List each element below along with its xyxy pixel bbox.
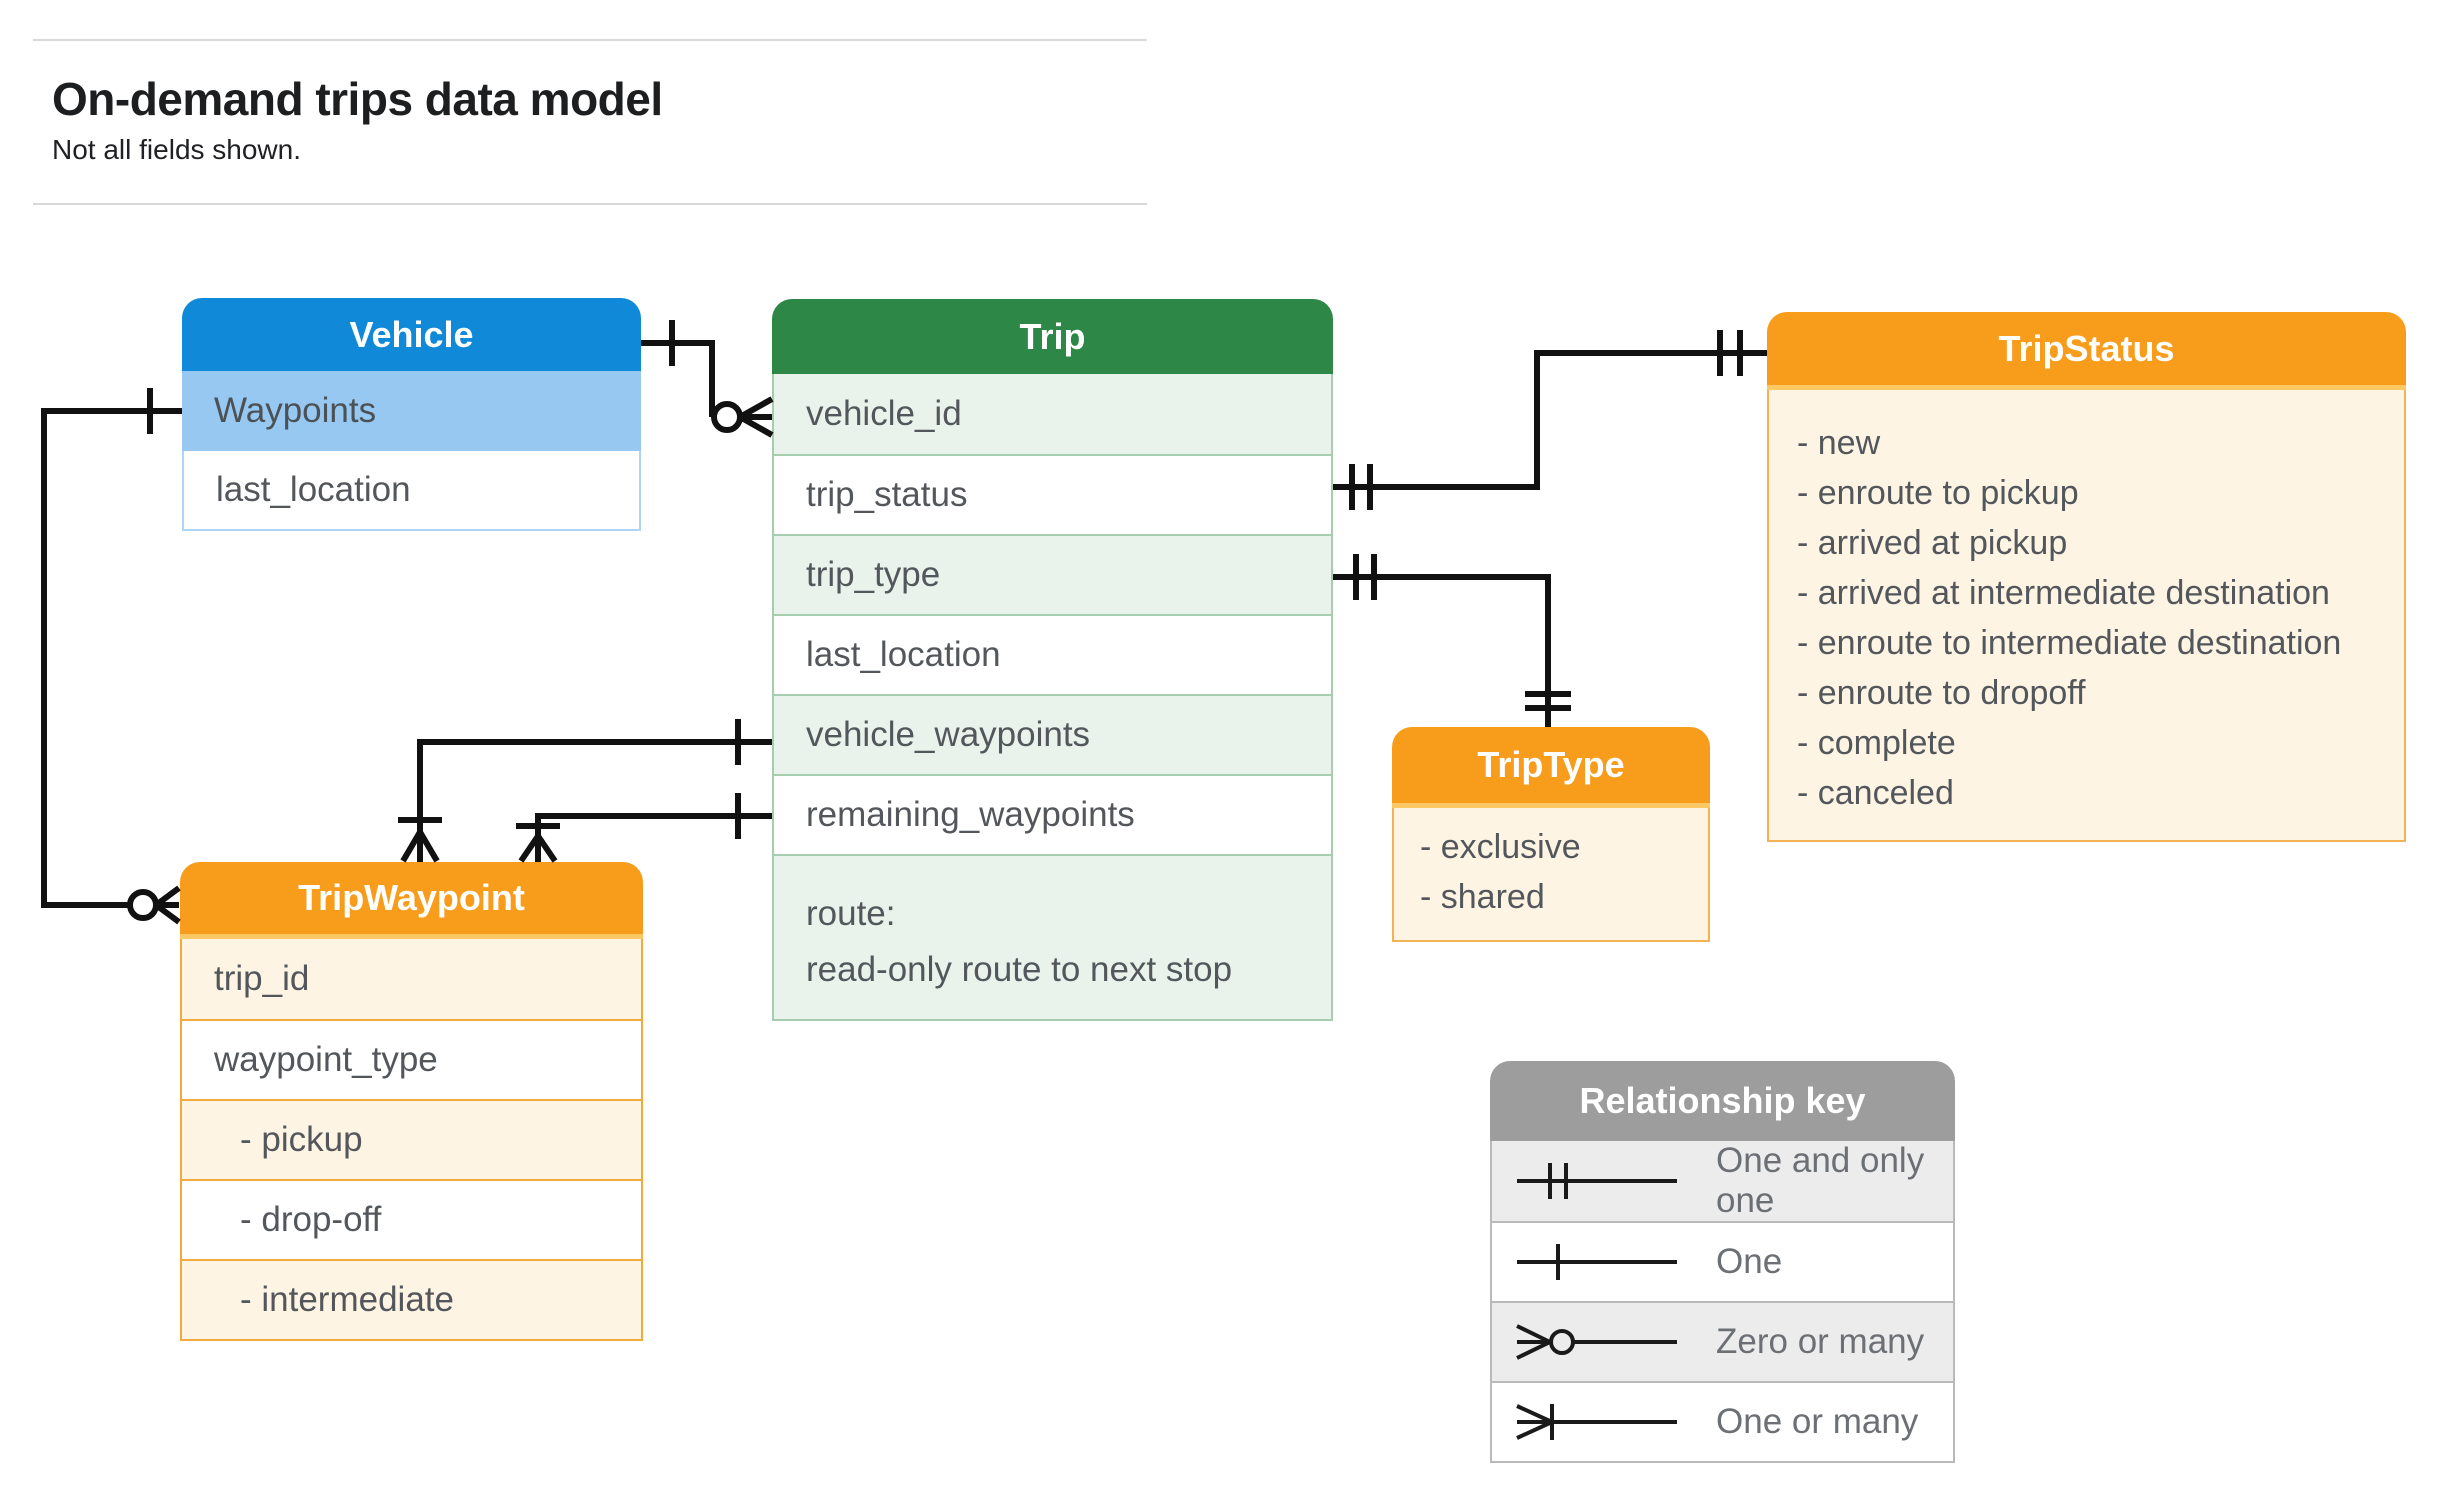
table-row: trip_status [774,454,1331,534]
connector-vehicle-to-trip [641,320,774,438]
one-and-only-one-tick-icon [1353,554,1377,600]
enum-value: - arrived at pickup [1797,524,2068,562]
enum-value: - complete [1797,724,1956,762]
table-row: Waypoints [182,371,641,451]
legend-row: One and only one [1492,1141,1953,1221]
relationship-key: Relationship key One and only one One Ze… [1490,1061,1955,1463]
trip-entity-rows: vehicle_id trip_status trip_type last_lo… [772,374,1333,1021]
table-row: last_location [774,614,1331,694]
crow-foot-icon [154,885,181,925]
legend-label: One and only one [1716,1141,1925,1220]
crow-foot-icon [738,396,774,438]
trip-type-entity-header: TripType [1392,727,1710,808]
title-divider [33,203,1147,205]
table-row: vehicle_waypoints [774,694,1331,774]
table-row: vehicle_id [774,374,1331,454]
trip-type-entity: TripType - exclusive - shared [1392,727,1710,942]
one-and-only-one-icon [1517,1163,1677,1199]
enum-row: - drop-off [182,1179,641,1259]
enum-value: - arrived at intermediate destination [1797,574,2330,612]
connector-vehicle-waypoints-to-tripwaypoint [398,719,772,863]
trip-status-entity-header: TripStatus [1767,312,2406,390]
one-and-only-one-tick-icon [1349,464,1373,510]
top-divider [33,39,1147,41]
relationship-key-rows: One and only one One Zero or many One or… [1490,1141,1955,1463]
enum-value: - enroute to pickup [1797,474,2079,512]
enum-value: - enroute to intermediate destination [1797,624,2342,662]
legend-label: Zero or many [1716,1322,1925,1361]
connector-vehicle-to-tripwaypoint [41,388,182,925]
page-title: On-demand trips data model [52,73,663,125]
vehicle-entity-header: Vehicle [182,298,641,371]
trip-status-values: - new - enroute to pickup - arrived at p… [1767,390,2406,842]
connector-triptype-to-trip [1333,554,1571,727]
legend-row: Zero or many [1492,1301,1953,1381]
relationship-key-header: Relationship key [1490,1061,1955,1141]
crow-foot-icon [518,834,558,863]
page-subtitle: Not all fields shown. [52,134,302,165]
table-row-route: route: read-only route to next stop [774,854,1331,1019]
enum-value: - canceled [1797,774,1954,812]
legend-row: One [1492,1221,1953,1301]
trip-entity: Trip vehicle_id trip_status trip_type la… [772,299,1333,1021]
trip-waypoint-entity: TripWaypoint trip_id waypoint_type - pic… [180,862,643,1341]
table-row: remaining_waypoints [774,774,1331,854]
trip-status-entity: TripStatus - new - enroute to pickup - a… [1767,312,2406,842]
connector-remaining-waypoints-to-tripwaypoint [516,793,772,863]
zero-or-many-icon [1516,1324,1677,1360]
table-row: trip_type [774,534,1331,614]
legend-row: One or many [1492,1381,1953,1461]
enum-value: - shared [1420,878,1545,916]
route-label: route: [806,894,896,933]
one-and-only-one-tick-icon [1525,691,1571,711]
table-row: trip_id [182,939,641,1019]
enum-row: - intermediate [182,1259,641,1339]
enum-row: - pickup [182,1099,641,1179]
trip-type-values: - exclusive - shared [1392,808,1710,942]
table-row: waypoint_type [182,1019,641,1099]
trip-waypoint-entity-header: TripWaypoint [180,862,643,939]
table-row: last_location [182,451,641,531]
one-icon [1517,1244,1677,1280]
trip-waypoint-rows: trip_id waypoint_type - pickup - drop-of… [180,939,643,1341]
one-and-only-one-tick-icon [1717,330,1743,376]
route-note: read-only route to next stop [806,950,1233,989]
zero-circle-icon [711,401,743,433]
one-or-many-icon [1516,1404,1677,1440]
enum-value: - exclusive [1420,828,1581,866]
vehicle-entity: Vehicle Waypoints last_location [182,298,641,531]
enum-value: - new [1797,424,1881,462]
crow-foot-icon [400,830,440,863]
enum-value: - enroute to dropoff [1797,674,2086,712]
connector-tripstatus-to-trip [1333,330,1767,510]
legend-label: One [1716,1242,1783,1281]
trip-entity-header: Trip [772,299,1333,374]
zero-circle-icon [127,889,159,921]
legend-label: One or many [1716,1402,1919,1441]
